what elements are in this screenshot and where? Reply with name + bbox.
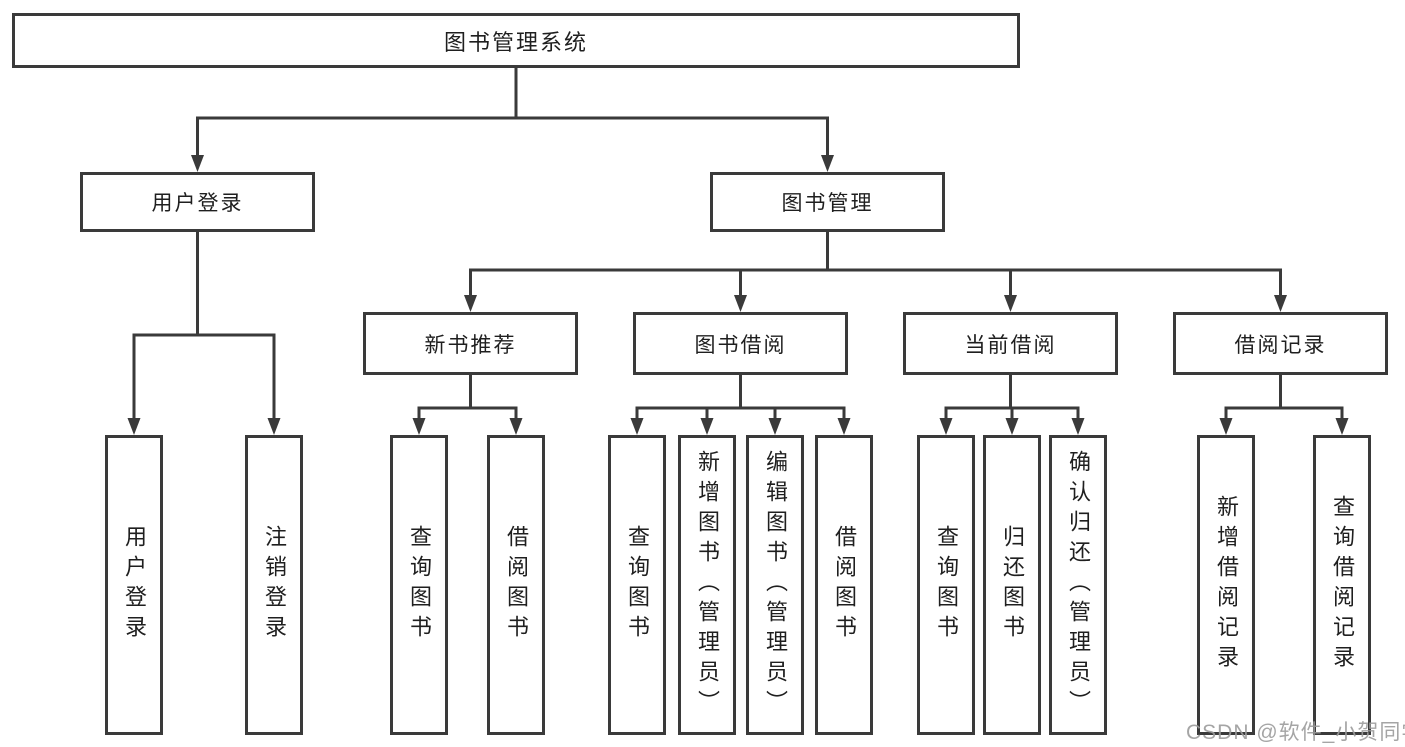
node-label: 归还图书 bbox=[1000, 525, 1025, 645]
node-label: 确认归还（管理员） bbox=[1066, 450, 1091, 720]
node-label: 用户登录 bbox=[151, 192, 244, 215]
node-new-book-recommendation: 新书推荐 bbox=[363, 312, 578, 375]
node-book-management: 图书管理 bbox=[710, 172, 945, 232]
node-book-borrowing: 图书借阅 bbox=[633, 312, 848, 375]
leaf-query-books-recommend: 查询图书 bbox=[390, 435, 448, 735]
node-library-management-system: 图书管理系统 bbox=[12, 13, 1020, 68]
leaf-confirm-return-admin: 确认归还（管理员） bbox=[1049, 435, 1107, 735]
node-user-login: 用户登录 bbox=[80, 172, 315, 232]
leaf-edit-books-admin: 编辑图书（管理员） bbox=[746, 435, 804, 735]
arrowhead-icons bbox=[127, 155, 1349, 435]
node-label: 图书借阅 bbox=[694, 333, 787, 357]
node-label: 查询借阅记录 bbox=[1330, 495, 1355, 675]
node-label: 新书推荐 bbox=[424, 333, 517, 357]
leaf-borrow-books: 借阅图书 bbox=[815, 435, 873, 735]
leaf-query-borrow-record: 查询借阅记录 bbox=[1313, 435, 1371, 735]
node-label: 借阅图书 bbox=[832, 525, 857, 645]
leaf-borrow-books-recommend: 借阅图书 bbox=[487, 435, 545, 735]
node-label: 图书管理 bbox=[781, 192, 874, 215]
node-current-borrowing: 当前借阅 bbox=[903, 312, 1118, 375]
node-label: 新增借阅记录 bbox=[1214, 495, 1239, 675]
node-label: 借阅图书 bbox=[504, 525, 529, 645]
node-label: 图书管理系统 bbox=[443, 29, 588, 55]
leaf-query-books-current: 查询图书 bbox=[917, 435, 975, 735]
csdn-watermark: CSDN @软件_小贺同学 bbox=[1186, 721, 1405, 744]
leaf-user-login: 用户登录 bbox=[105, 435, 163, 735]
leaf-add-borrow-record: 新增借阅记录 bbox=[1197, 435, 1255, 735]
leaf-add-books-admin: 新增图书（管理员） bbox=[678, 435, 736, 735]
leaf-query-books-borrow: 查询图书 bbox=[608, 435, 666, 735]
node-label: 查询图书 bbox=[625, 525, 650, 645]
node-label: 新增图书（管理员） bbox=[695, 450, 720, 720]
node-label: 借阅记录 bbox=[1234, 333, 1327, 357]
node-label: 查询图书 bbox=[934, 525, 959, 645]
leaf-logout: 注销登录 bbox=[245, 435, 303, 735]
node-borrowing-records: 借阅记录 bbox=[1173, 312, 1388, 375]
node-label: 用户登录 bbox=[122, 525, 147, 645]
node-label: 编辑图书（管理员） bbox=[763, 450, 788, 720]
node-label: 查询图书 bbox=[407, 525, 432, 645]
node-label: 当前借阅 bbox=[964, 333, 1057, 357]
node-label: 注销登录 bbox=[262, 525, 287, 645]
leaf-return-books: 归还图书 bbox=[983, 435, 1041, 735]
